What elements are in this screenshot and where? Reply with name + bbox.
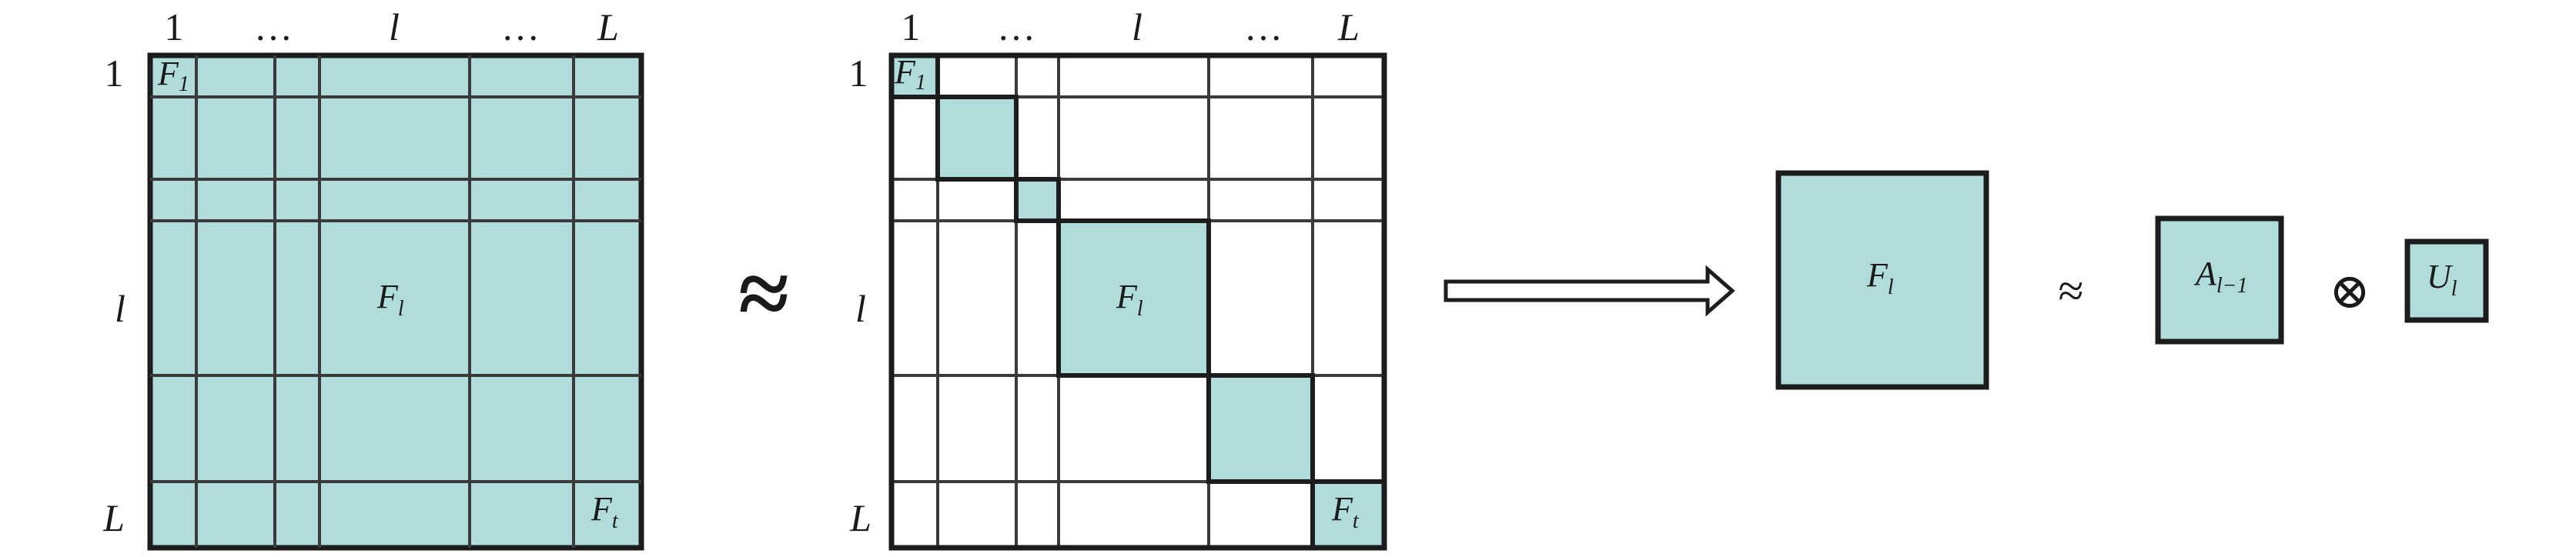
block-matrix-cell-Ft: Ft	[1331, 490, 1360, 533]
col-header-ellipsis-right: …	[1244, 5, 1283, 48]
full-matrix-cell-Fl: Fl	[376, 278, 404, 321]
full-matrix-grid	[150, 55, 641, 548]
u-block	[2404, 238, 2489, 323]
row-header-1: 1	[849, 52, 868, 95]
full-matrix-cell-F1: F1	[157, 55, 189, 96]
col-header-L: L	[1337, 5, 1360, 48]
col-header-L: L	[597, 5, 619, 48]
diagonal-block-1	[889, 53, 940, 99]
full-matrix-body	[147, 52, 644, 551]
diagonal-block-l	[1056, 218, 1211, 378]
col-header-ellipsis-right: …	[501, 5, 540, 48]
diagonal-block-5	[1206, 373, 1315, 484]
col-header-l: l	[1132, 5, 1142, 48]
factorization: Fl ≈ Al−1 ⊗ Ul	[1775, 170, 2489, 390]
diagonal-block-2	[935, 95, 1019, 182]
block-matrix-cell-Fl: Fl	[1116, 278, 1143, 321]
block-matrix-border	[888, 52, 1387, 551]
row-header-l: l	[855, 287, 866, 330]
diagonal-block-3	[1014, 177, 1061, 223]
f-block-label: Fl	[1866, 256, 1894, 299]
diagonal-blocks	[889, 53, 1387, 550]
full-matrix: 1 … l … L 1 l L F1 Fl	[102, 5, 644, 551]
col-header-1: 1	[165, 5, 184, 48]
implies-arrow-icon	[1444, 265, 1735, 317]
approx-symbol-large: ≈	[738, 242, 789, 345]
row-header-l: l	[115, 287, 125, 330]
full-matrix-cell-Ft: Ft	[590, 490, 619, 533]
col-header-ellipsis-left: …	[254, 5, 293, 48]
f-block	[1775, 170, 1989, 390]
block-matrix-cell-F1: F1	[894, 53, 926, 95]
block-diagonal-matrix: 1 … l … L 1 l L	[849, 5, 1387, 551]
row-header-L: L	[849, 496, 871, 539]
col-header-ellipsis-left: …	[997, 5, 1035, 48]
a-block-label: Al−1	[2193, 255, 2248, 298]
approx-symbol-small: ≈	[2059, 265, 2084, 316]
col-header-l: l	[389, 5, 400, 48]
a-block	[2155, 215, 2284, 345]
col-header-1: 1	[902, 5, 921, 48]
kronecker-product-symbol: ⊗	[2329, 264, 2370, 319]
row-header-1: 1	[105, 52, 124, 95]
row-header-L: L	[102, 496, 125, 539]
u-block-label: Ul	[2427, 258, 2457, 301]
